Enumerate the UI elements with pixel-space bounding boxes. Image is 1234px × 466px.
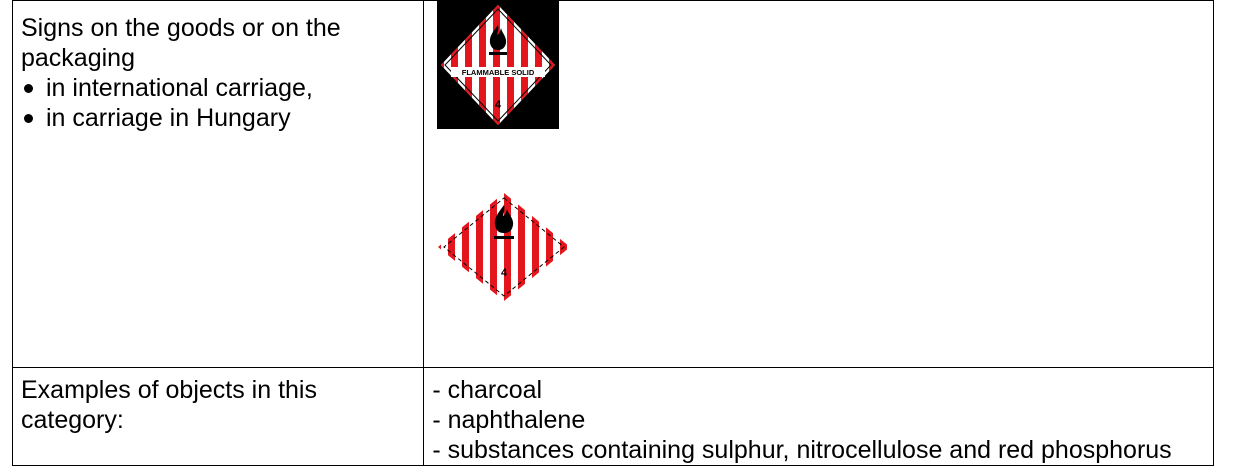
flammable-solid-label-black: FLAMMABLE SOLID 4 — [437, 1, 560, 129]
bullet-item-international: in international carriage, — [21, 73, 415, 103]
list-item: - substances containing sulphur, nitroce… — [432, 436, 1172, 464]
signs-row: Signs on the goods or on the packaging i… — [11, 0, 1214, 368]
examples-label-cell: Examples of objects in this category: — [11, 367, 425, 466]
hazard-info-table: Signs on the goods or on the packaging i… — [11, 0, 1214, 466]
flammable-solid-label-white: 4 — [438, 193, 571, 301]
examples-row: Examples of objects in this category: - … — [11, 367, 1214, 466]
examples-list-cell: - charcoal - naphthalene - substances co… — [423, 367, 1214, 466]
signs-bullet-list: in international carriage, in carriage i… — [21, 73, 415, 133]
examples-list: - charcoal - naphthalene - substances co… — [432, 375, 1205, 465]
label-class-number: 4 — [495, 99, 502, 111]
label-caption: FLAMMABLE SOLID — [462, 68, 535, 77]
signs-label-cell: Signs on the goods or on the packaging i… — [11, 0, 425, 368]
signs-heading: Signs on the goods or on the packaging — [21, 14, 341, 72]
signs-image-cell: FLAMMABLE SOLID 4 4 — [423, 0, 1214, 368]
list-item: - naphthalene — [432, 406, 586, 434]
list-item: - charcoal — [432, 376, 543, 404]
bullet-item-hungary: in carriage in Hungary — [21, 103, 415, 133]
flame-icon — [494, 205, 515, 239]
examples-heading: Examples of objects in this category: — [21, 376, 317, 434]
label-class-number: 4 — [501, 267, 508, 279]
flame-icon — [489, 25, 508, 55]
